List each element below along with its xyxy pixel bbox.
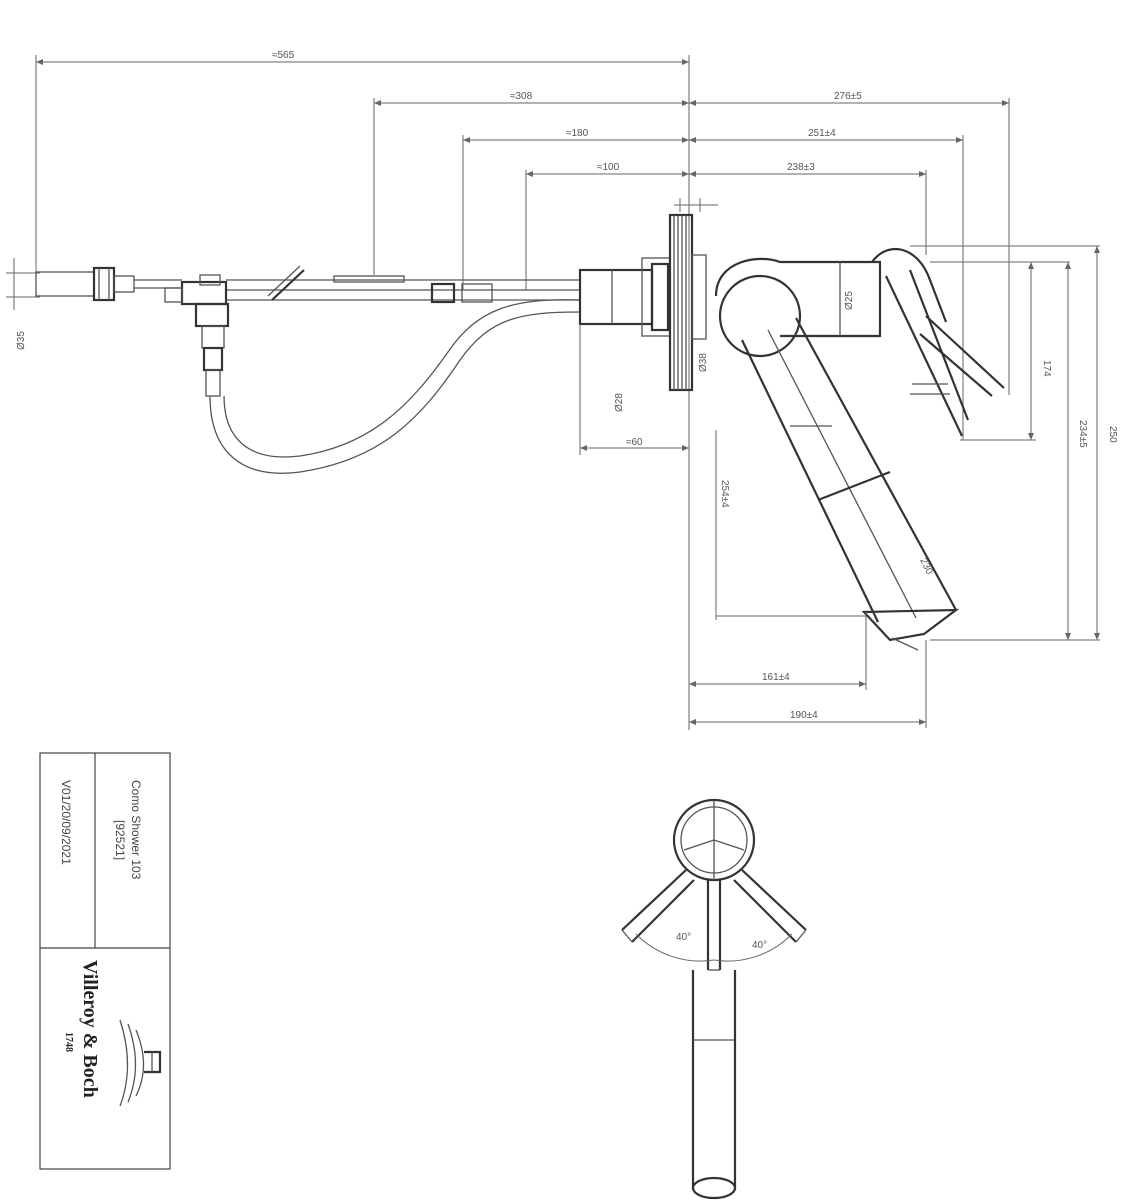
dim-left-180: ≈180 xyxy=(566,128,589,139)
title-block: Como Shower 103 [92521] V01/20/09/2021 V… xyxy=(39,752,171,1170)
dim-top-pipe: Ø25 xyxy=(844,291,855,310)
dim-body-dia: Ø28 xyxy=(614,393,625,412)
dim-reach-254: 254±4 xyxy=(719,480,730,508)
drawing-date-code: V01/20/09/2021 xyxy=(59,780,73,865)
valve-body xyxy=(578,198,718,392)
angle-left: 40° xyxy=(676,932,691,943)
product-name: Como Shower 103 xyxy=(129,780,143,880)
dim-right-276: 276±5 xyxy=(834,91,862,102)
top-dimensions: ≈565 ≈308 276±5 ≈180 251±4 ≈100 238±3 xyxy=(35,50,1010,730)
t-valve-assembly xyxy=(164,265,493,397)
dim-bottom-161: 161±4 xyxy=(762,672,790,683)
right-dims: 174 234±5 250 xyxy=(910,245,1118,641)
brand-year: 1748 xyxy=(63,1032,74,1052)
dim-bottom-190: 190±4 xyxy=(790,710,818,721)
dim-tube-230: 230 xyxy=(917,556,934,576)
flexible-hose xyxy=(209,299,581,474)
dim-height-250: 250 xyxy=(1107,426,1118,443)
left-height-dim: Ø35 xyxy=(6,258,40,350)
dim-left-308: ≈308 xyxy=(510,91,533,102)
bottom-dims: 254±4 161±4 190±4 xyxy=(689,430,927,728)
angle-right: 40° xyxy=(752,940,767,951)
dim-thread: Ø35 xyxy=(16,331,27,350)
dim-small-38: Ø38 xyxy=(698,353,709,372)
product-code: [92521] xyxy=(113,820,127,860)
brand-name: Villeroy & Boch xyxy=(79,960,101,1098)
dim-overall-left: ≈565 xyxy=(272,50,295,61)
brand-logo-icon xyxy=(119,1019,162,1107)
dim-hose-60: ≈60 xyxy=(626,437,643,448)
supply-pipe xyxy=(35,266,580,302)
top-view: 40° 40° xyxy=(621,798,807,1200)
dim-right-251: 251±4 xyxy=(808,128,836,139)
body-dims: ≈60 Ø28 Ø38 xyxy=(579,324,709,455)
spout: 230 Ø25 xyxy=(714,257,960,651)
dim-height-174: 174 xyxy=(1041,360,1052,377)
dim-height-234: 234±5 xyxy=(1077,420,1088,448)
dim-left-100: ≈100 xyxy=(597,162,620,173)
dim-right-238: 238±3 xyxy=(787,162,815,173)
shower-handle xyxy=(871,247,1005,437)
